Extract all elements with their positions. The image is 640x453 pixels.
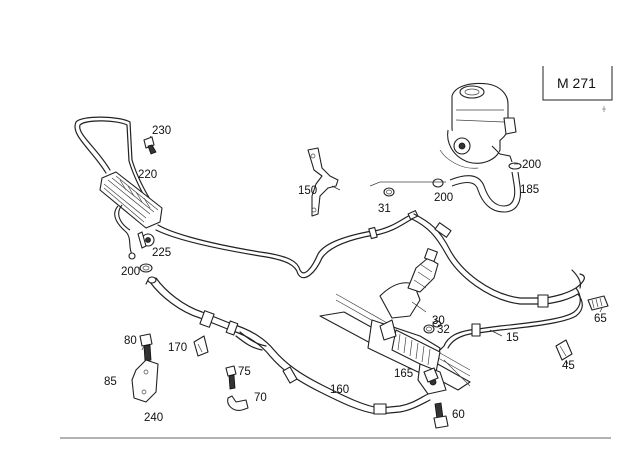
callout-45: 45 (562, 360, 575, 372)
callout-240: 240 (144, 412, 163, 424)
oil-cooler (99, 171, 163, 260)
pressure-line-15 (411, 213, 585, 351)
pressure-hose-160 (145, 276, 431, 415)
callout-32: 32 (437, 324, 450, 336)
callout-170: 170 (168, 342, 187, 354)
seal-30-32 (423, 320, 442, 334)
clamp-45 (555, 339, 573, 361)
callout-200-top: 200 (522, 159, 541, 171)
leader-lines (141, 135, 603, 365)
bolt-80 (139, 333, 153, 362)
bolt-60 (433, 402, 449, 429)
callout-70: 70 (254, 392, 267, 404)
callout-80: 80 (124, 335, 137, 347)
callout-150: 150 (298, 185, 317, 197)
clamp-165 (423, 367, 439, 383)
callout-230: 230 (152, 125, 171, 137)
callout-225: 225 (152, 247, 171, 259)
return-line-220 (74, 116, 419, 279)
clamp-225 (137, 231, 155, 249)
callout-200-mid: 200 (434, 192, 453, 204)
callout-65: 65 (594, 313, 607, 325)
callout-31: 31 (378, 203, 391, 215)
bracket-150 (307, 147, 339, 217)
bolt-65 (587, 295, 609, 311)
callout-85: 85 (104, 376, 117, 388)
callout-30: 30 (432, 315, 445, 327)
callout-185: 185 (520, 184, 539, 196)
clamp-170 (193, 335, 209, 357)
model-code-box: M 271 (542, 66, 613, 112)
bolt-230 (143, 136, 157, 155)
steering-rack (319, 248, 471, 395)
callout-60: 60 (452, 409, 465, 421)
bolt-75 (225, 365, 237, 390)
callout-165: 165 (394, 368, 413, 380)
clamp-70 (227, 395, 249, 411)
callout-75: 75 (238, 366, 251, 378)
callout-220: 220 (138, 169, 157, 181)
bracket-240 (131, 359, 159, 403)
callout-labels: 230 220 150 200 185 31 200 225 200 30 32… (104, 125, 607, 424)
clamp-200-left (139, 263, 153, 273)
model-code: M 271 (557, 75, 596, 91)
suction-hose-185 (369, 162, 522, 213)
reservoir-assembly (439, 82, 517, 169)
callout-160: 160 (330, 384, 349, 396)
callout-200-left: 200 (121, 266, 140, 278)
callout-15: 15 (506, 332, 519, 344)
